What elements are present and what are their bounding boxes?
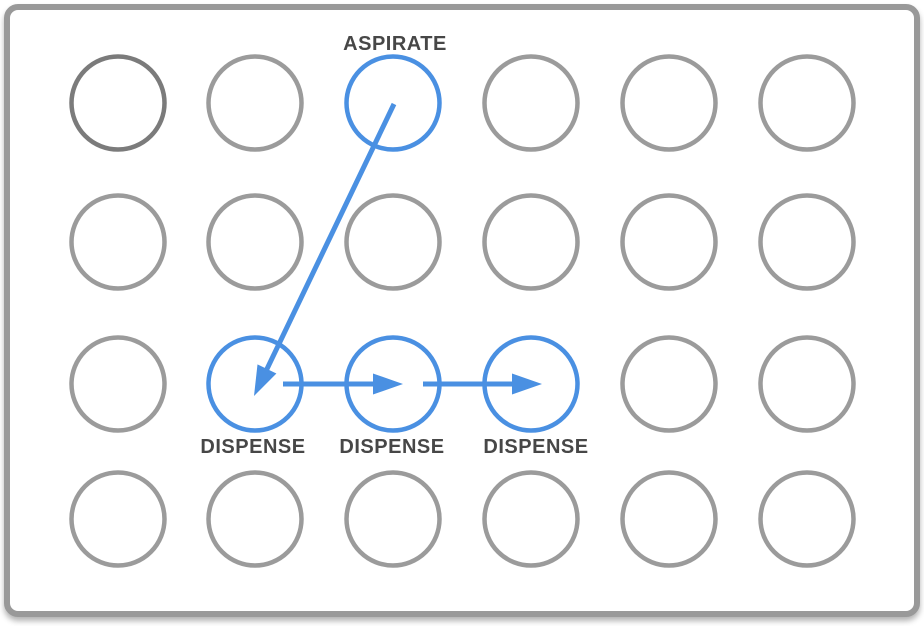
dispense-label-2: DISPENSE: [339, 436, 444, 458]
well: [69, 335, 167, 433]
dispense-label-1: DISPENSE: [200, 436, 305, 458]
well: [69, 193, 167, 291]
dispense-step-arrow-1-arrowhead-icon: [373, 373, 403, 395]
well: [344, 193, 442, 291]
well-plate: [4, 4, 920, 617]
well-a1: [69, 54, 167, 152]
dispense-label-3: DISPENSE: [483, 436, 588, 458]
dispense-step-arrow-2-arrowhead-icon: [512, 373, 542, 395]
aspirate-label: ASPIRATE: [343, 33, 447, 55]
well: [758, 54, 856, 152]
well: [758, 193, 856, 291]
dispense-step-arrow-2: [423, 373, 542, 395]
well: [344, 470, 442, 568]
well-grid: [69, 54, 856, 568]
transfer-arrows: [254, 102, 542, 396]
well: [69, 470, 167, 568]
well: [758, 335, 856, 433]
aspirate-well: [344, 54, 442, 152]
well: [620, 470, 718, 568]
well: [206, 193, 304, 291]
aspirate-to-dispense-arrow: [254, 102, 397, 396]
well: [482, 54, 580, 152]
aspirate-to-dispense-arrow-shaft: [263, 102, 397, 372]
well: [482, 470, 580, 568]
well: [620, 54, 718, 152]
well: [206, 470, 304, 568]
well: [482, 193, 580, 291]
well: [758, 470, 856, 568]
aspirate-to-dispense-arrow-arrowhead-icon: [254, 364, 277, 396]
well: [206, 54, 304, 152]
well: [620, 193, 718, 291]
well: [620, 335, 718, 433]
dispense-step-arrow-1: [283, 373, 403, 395]
